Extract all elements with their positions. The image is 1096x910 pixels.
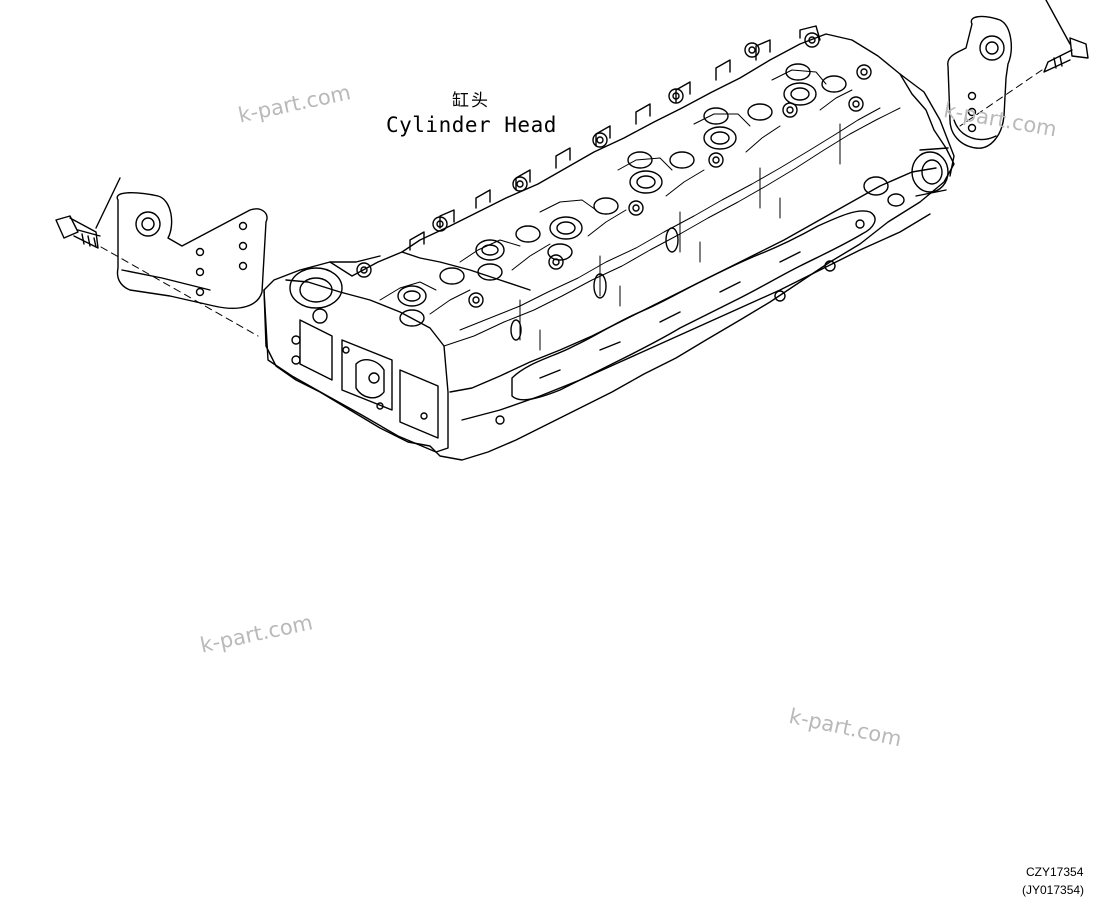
left-flange-bolt	[55, 177, 259, 337]
right-lifting-bracket	[947, 15, 1012, 149]
part-label-english: Cylinder Head	[386, 113, 557, 137]
left-lifting-bracket	[116, 192, 268, 310]
right-flange-bolt	[959, 0, 1089, 127]
drawing-code-alt: (JY017354)	[1022, 883, 1085, 897]
drawing-code: CZY17354	[1026, 865, 1084, 879]
cylinder-head-body	[263, 25, 955, 461]
part-label-chinese: 缸头	[452, 91, 490, 111]
cap-bolts	[356, 32, 872, 308]
rib-details	[379, 69, 901, 351]
valve-ports	[397, 63, 847, 327]
